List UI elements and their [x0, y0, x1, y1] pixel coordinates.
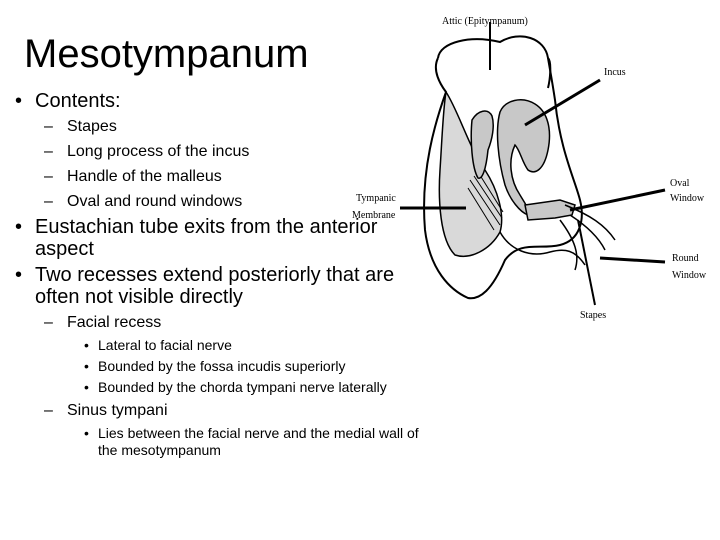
bullet-item-level-3: • Lies between the facial nerve and the m…	[12, 425, 432, 459]
bullet-text: Facial recess	[67, 314, 162, 331]
bullet-text: Two recesses extend posteriorly that are…	[35, 264, 395, 308]
round-label-1: Round	[672, 253, 699, 264]
bullet-text: Oval and round windows	[67, 193, 243, 210]
bullet-marker: •	[15, 216, 23, 238]
bullet-text: Bounded by the chorda tympani nerve late…	[98, 379, 387, 395]
round-label-2: Window	[672, 270, 707, 281]
bullet-marker: •	[15, 90, 23, 112]
incus-pointer	[524, 78, 601, 127]
stapes-shape	[524, 199, 576, 221]
bullet-text: Lies between the facial nerve and the me…	[98, 425, 419, 458]
bullet-text: Lateral to facial nerve	[98, 337, 232, 353]
malleus-shape	[470, 110, 494, 179]
incus-label: Incus	[604, 67, 626, 78]
bullet-item-level-2: –Long process of the incus	[12, 142, 432, 162]
bullet-item-level-2: –Sinus tympani	[12, 401, 432, 421]
bullet-text: Contents:	[35, 90, 121, 112]
bullet-item-level-2: –Stapes	[12, 117, 432, 137]
bullet-marker: •	[84, 337, 89, 353]
bullet-marker: –	[44, 118, 53, 135]
bullet-marker: –	[44, 314, 53, 331]
bullet-list: •Contents:–Stapes–Long process of the in…	[12, 86, 432, 459]
attic-label: Attic (Epitympanum)	[442, 16, 528, 27]
tympanic-hatching	[467, 171, 504, 231]
middle-ear-diagram: Attic (Epitympanum) Incus Tympanic Membr…	[352, 16, 707, 321]
bullet-text: Eustachian tube exits from the anterior …	[35, 216, 378, 260]
tympanic-label-2: Membrane	[352, 210, 396, 221]
bullet-item-level-3: • Lateral to facial nerve	[12, 337, 432, 354]
bullet-text: Stapes	[67, 118, 117, 135]
bullet-marker: –	[44, 143, 53, 160]
bullet-item-level-3: • Bounded by the fossa incudis superiorly	[12, 358, 432, 375]
attic-outline	[437, 35, 552, 89]
tympanic-label-1: Tympanic	[356, 193, 396, 204]
oval-label-1: Oval	[670, 178, 690, 189]
bullet-item-level-2: –Facial recess	[12, 313, 432, 333]
bullet-item-level-2: –Handle of the malleus	[12, 167, 432, 187]
bullet-text: Bounded by the fossa incudis superiorly	[98, 358, 346, 374]
bullet-marker: –	[44, 402, 53, 419]
bullet-marker: •	[84, 425, 89, 441]
bullet-text: Long process of the incus	[67, 143, 250, 160]
stapes-label: Stapes	[580, 310, 606, 321]
oval-label-2: Window	[670, 193, 705, 204]
bullet-marker: –	[44, 168, 53, 185]
cavity-floor	[499, 231, 586, 266]
bullet-marker: •	[84, 379, 89, 395]
bullet-item-level-2: –Oval and round windows	[12, 192, 432, 212]
bullet-item-level-1: • Eustachian tube exits from the anterior…	[12, 216, 432, 260]
stapes-pointer	[577, 219, 596, 306]
oval-window-pointer	[569, 188, 666, 212]
bullet-marker: •	[15, 264, 23, 286]
round-window-pointer	[599, 256, 666, 264]
bullet-item-level-3: • Bounded by the chorda tympani nerve lat…	[12, 379, 432, 396]
slide-title: Mesotympanum	[24, 32, 309, 76]
cavity-outline	[423, 57, 583, 300]
bullet-text: Handle of the malleus	[67, 168, 222, 185]
bullet-marker: –	[44, 193, 53, 210]
bullet-marker: •	[84, 358, 89, 374]
bullet-item-level-1: • Contents:	[12, 90, 432, 112]
bullet-item-level-1: • Two recesses extend posteriorly that ar…	[12, 264, 432, 308]
inner-ear-lines	[559, 204, 616, 271]
bullet-text: Sinus tympani	[67, 402, 168, 419]
incus-shape	[496, 99, 551, 216]
